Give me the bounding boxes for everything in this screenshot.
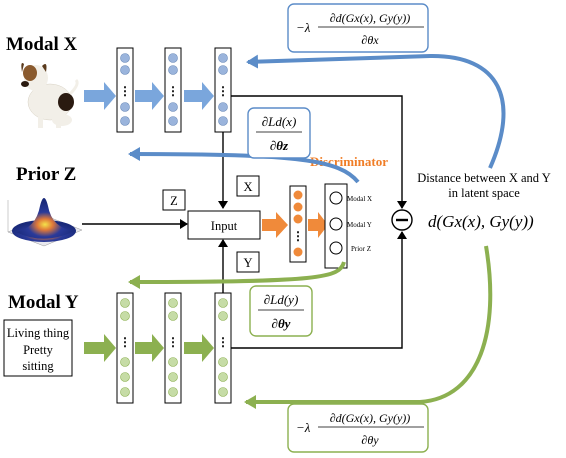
svg-text:⋮: ⋮ bbox=[167, 335, 179, 349]
modal-x-label: Modal X bbox=[6, 34, 78, 55]
orange-arrow-2 bbox=[308, 212, 328, 238]
text-line-2: Pretty bbox=[23, 343, 54, 357]
svg-text:⋮: ⋮ bbox=[167, 84, 179, 98]
text-line-1: Living thing bbox=[7, 326, 70, 340]
modal-x-network: ⋮ ⋮ ⋮ bbox=[84, 47, 232, 133]
grad-y-box bbox=[287, 403, 429, 453]
svg-text:⋮: ⋮ bbox=[292, 229, 304, 243]
grad-disc-y-box bbox=[249, 285, 313, 337]
x-tag-box bbox=[236, 175, 260, 197]
connectors bbox=[82, 95, 407, 349]
green-feedback-arrow-y bbox=[244, 245, 493, 409]
svg-text:⋮: ⋮ bbox=[119, 335, 131, 349]
y-tag-box bbox=[236, 251, 260, 273]
prior-z-label: Prior Z bbox=[16, 164, 76, 185]
dog-image bbox=[21, 63, 79, 128]
svg-text:⋮: ⋮ bbox=[217, 84, 229, 98]
input-label: Input bbox=[211, 219, 238, 233]
grad-y-lambda: −λ bbox=[296, 420, 311, 435]
grad-disc-y-denominator: ∂θy bbox=[272, 316, 291, 331]
grad-x-numerator: ∂d(Gx(x), Gy(y)) bbox=[330, 11, 411, 25]
text-line-3: sitting bbox=[22, 359, 54, 373]
grad-x-box bbox=[287, 3, 429, 53]
modal-y-network: ⋮ ⋮ ⋮ bbox=[84, 292, 232, 404]
grad-disc-y-numerator: ∂Ld(y) bbox=[264, 292, 299, 307]
x-tag: X bbox=[243, 180, 252, 194]
grad-y-numerator: ∂d(Gx(x), Gy(y)) bbox=[330, 411, 411, 425]
y-block-arrow-2 bbox=[135, 334, 164, 362]
svg-text:⋮: ⋮ bbox=[119, 84, 131, 98]
distance-line-1: Distance between X and Y bbox=[417, 171, 551, 185]
text-input-box bbox=[3, 319, 73, 377]
disc-out-prior-z: Prior Z bbox=[351, 245, 371, 253]
distance-expression: d(Gx(x), Gy(y)) bbox=[428, 212, 534, 231]
z-tag-box bbox=[162, 189, 186, 211]
gaussian-plot-image bbox=[7, 198, 83, 247]
x-block-arrow-3 bbox=[184, 82, 214, 110]
grad-x-lambda: −λ bbox=[296, 20, 311, 35]
x-block-arrow-1 bbox=[84, 82, 116, 110]
disc-out-modal-y: Modal Y bbox=[347, 221, 372, 229]
disc-out-modal-x: Modal X bbox=[347, 195, 372, 203]
grad-disc-x-box bbox=[247, 107, 311, 159]
grad-y-denominator: ∂θy bbox=[361, 433, 379, 447]
y-block-arrow-1 bbox=[84, 334, 116, 362]
y-block-arrow-3 bbox=[184, 334, 214, 362]
x-block-arrow-2 bbox=[135, 82, 164, 110]
blue-feedback-arrow-x bbox=[246, 53, 506, 169]
orange-arrow-1 bbox=[262, 212, 288, 238]
blue-feedback-arrow-z bbox=[128, 147, 360, 184]
y-tag: Y bbox=[243, 256, 252, 270]
z-tag: Z bbox=[170, 194, 178, 208]
green-feedback-arrow-disc bbox=[128, 261, 346, 289]
input-box bbox=[187, 210, 261, 240]
grad-disc-x-numerator: ∂Ld(x) bbox=[262, 114, 297, 129]
grad-disc-x-denominator: ∂θz bbox=[270, 138, 289, 153]
distance-line-2: in latent space bbox=[448, 186, 520, 200]
svg-text:⋮: ⋮ bbox=[217, 335, 229, 349]
modal-y-label: Modal Y bbox=[8, 292, 79, 313]
grad-x-denominator: ∂θx bbox=[361, 33, 379, 47]
